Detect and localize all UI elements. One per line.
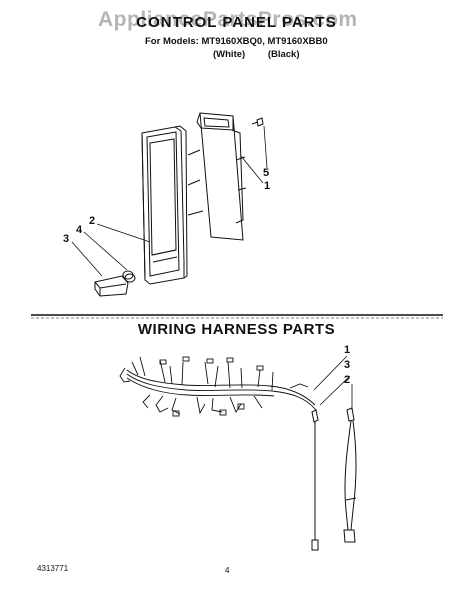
section-title-control-panel: CONTROL PANEL PARTS bbox=[136, 14, 337, 31]
variant-black: (Black) bbox=[267, 49, 300, 60]
callout-wire-3: 3 bbox=[344, 359, 351, 371]
spring-part bbox=[122, 270, 136, 283]
callout-wire-2: 2 bbox=[344, 374, 351, 386]
back-bracket bbox=[187, 112, 247, 241]
double-wire-part bbox=[343, 407, 357, 543]
button-part bbox=[94, 275, 129, 297]
callout-1: 1 bbox=[264, 180, 271, 192]
watermark-text: AppliancePartsPros.com bbox=[98, 8, 358, 31]
single-wire-part bbox=[311, 409, 319, 551]
page-number: 4 bbox=[225, 566, 230, 575]
control-panel-bezel bbox=[141, 125, 188, 285]
leader-lines-bottom bbox=[313, 355, 353, 410]
callout-2: 2 bbox=[89, 215, 96, 227]
section-title-wiring: WIRING HARNESS PARTS bbox=[137, 321, 336, 338]
callout-wire-1: 1 bbox=[344, 344, 351, 356]
screw-part bbox=[251, 117, 264, 127]
callout-3: 3 bbox=[63, 233, 70, 245]
document-code: 4313771 bbox=[37, 564, 69, 573]
variant-white: (White) bbox=[213, 49, 246, 60]
leader-lines-top bbox=[71, 125, 268, 277]
main-wiring-harness bbox=[119, 356, 317, 417]
callout-5: 5 bbox=[263, 167, 270, 179]
variants-line: (White) (Black) bbox=[213, 49, 320, 60]
callout-4: 4 bbox=[76, 224, 83, 236]
models-line: For Models: MT9160XBQ0, MT9160XBB0 bbox=[145, 36, 328, 47]
